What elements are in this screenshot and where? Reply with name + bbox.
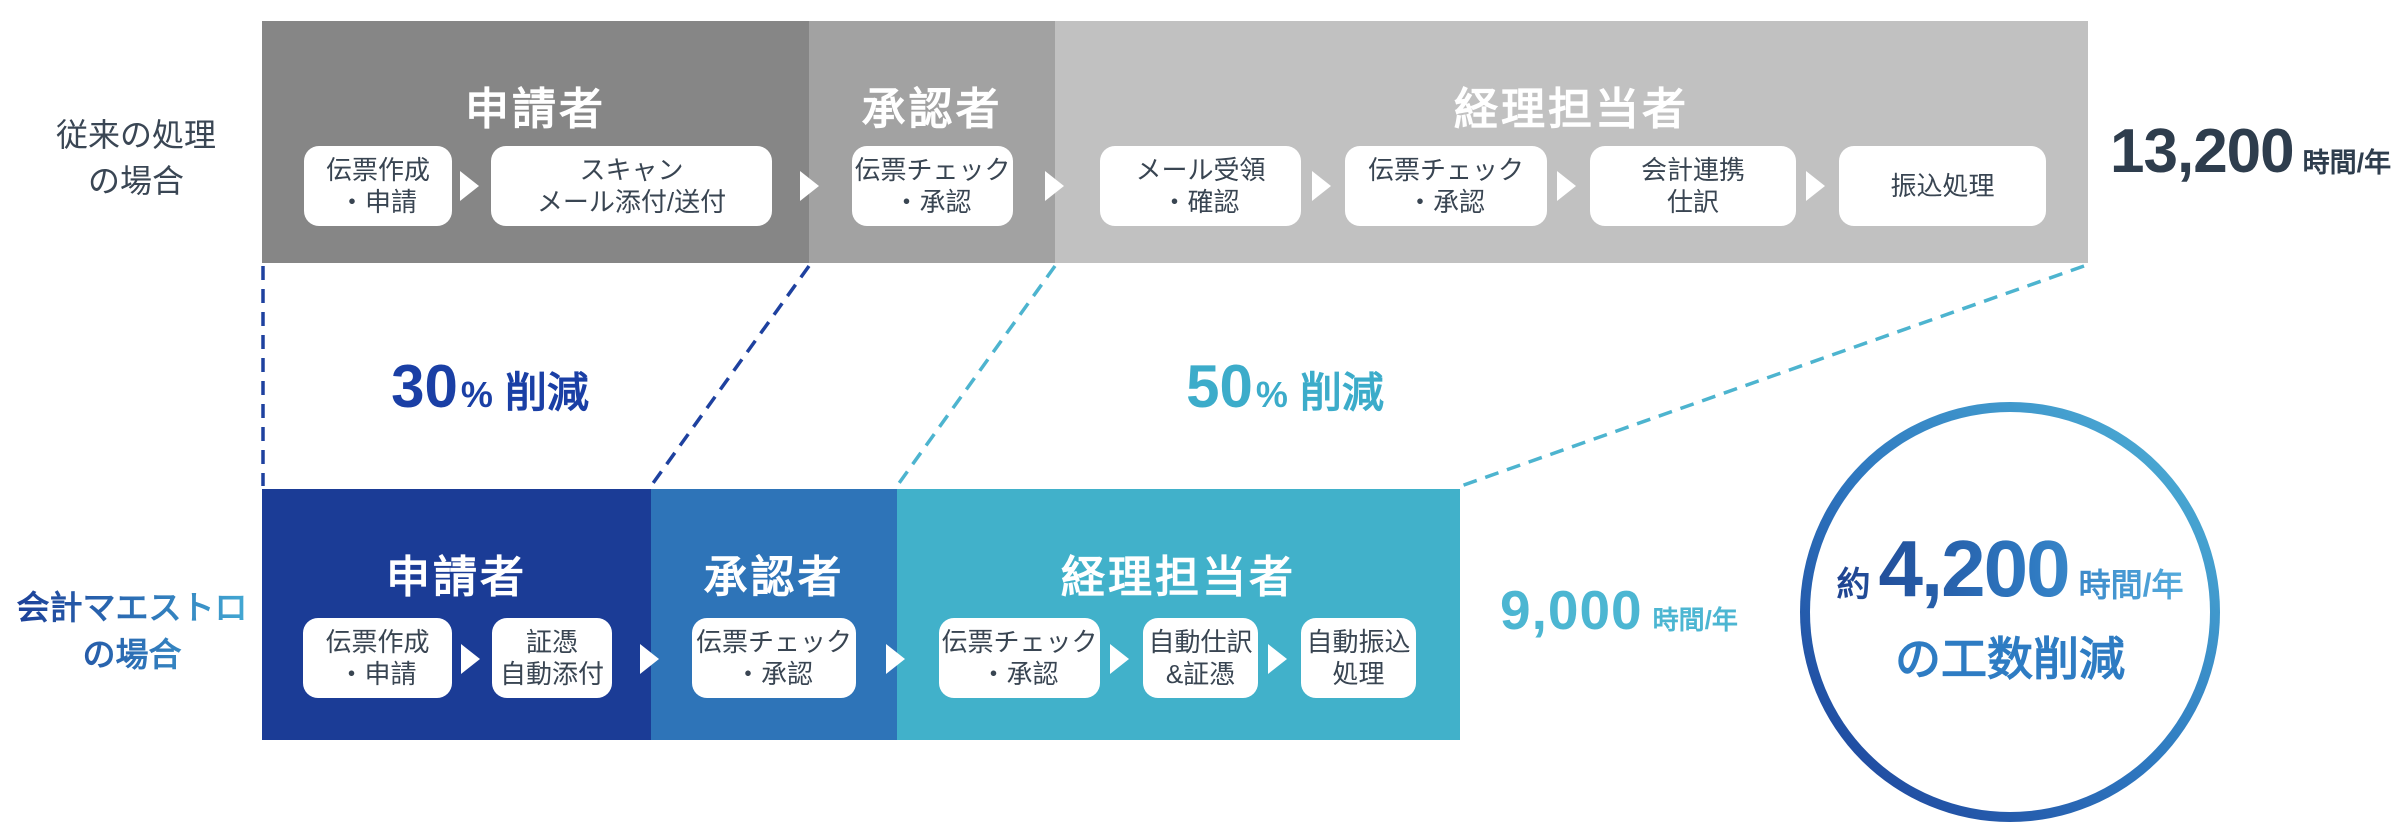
arrow-right-icon — [1806, 171, 1825, 201]
legacy-step-check-approve-1: 伝票チェック ・承認 — [852, 146, 1013, 226]
reduction-30-text: 削減 — [504, 369, 589, 416]
arrow-right-icon — [1312, 171, 1331, 201]
maestro-row-label-line2: の場合 — [82, 635, 182, 673]
reduction-50-percent: % — [1255, 374, 1288, 415]
legacy-process-bar: 申請者 承認者 経理担当者 — [262, 21, 2088, 263]
dash-line-approver-diagonal — [895, 264, 1057, 488]
legacy-row-label: 従来の処理 の場合 — [28, 112, 244, 205]
legacy-total-hours: 13,200 時間/年 — [2110, 116, 2391, 187]
legacy-row-label-line1: 従来の処理 — [55, 117, 216, 153]
dash-line-accounting-diagonal — [1460, 264, 2085, 488]
legacy-step-create-slip: 伝票作成 ・申請 — [304, 146, 452, 226]
reduction-30-label: 30% 削減 — [320, 352, 660, 421]
arrow-right-icon — [800, 171, 819, 201]
maestro-approver-title: 承認者 — [703, 553, 845, 602]
maestro-total-value: 9,000 — [1500, 579, 1643, 641]
arrow-right-icon — [886, 644, 905, 674]
maestro-step-auto-journal: 自動仕訳 &証憑 — [1143, 618, 1258, 698]
summary-circle: 約 4,200 時間/年 の工数削減 — [1800, 402, 2220, 822]
reduction-30-percent: % — [460, 374, 493, 415]
legacy-section-accounting: 経理担当者 — [1055, 21, 2088, 263]
maestro-row-label-line1: 会計マエストロ — [16, 589, 248, 626]
summary-label: の工数削減 — [1895, 633, 2125, 685]
legacy-step-scan-mail: スキャン メール添付/送付 — [491, 146, 772, 226]
maestro-step-create-slip: 伝票作成 ・申請 — [303, 618, 452, 698]
maestro-step-check-approve-2: 伝票チェック ・承認 — [939, 618, 1100, 698]
maestro-process-bar: 申請者 承認者 経理担当者 — [262, 489, 1460, 740]
dash-line-applicant-diagonal — [649, 264, 811, 488]
maestro-step-auto-attach: 証憑 自動添付 — [492, 618, 612, 698]
maestro-step-auto-transfer: 自動振込 処理 — [1301, 618, 1416, 698]
summary-value: 4,200 — [1878, 524, 2069, 613]
summary-circle-inner: 約 4,200 時間/年 の工数削減 — [1810, 412, 2210, 812]
legacy-step-transfer: 振込処理 — [1839, 146, 2046, 226]
maestro-step-check-approve-1: 伝票チェック ・承認 — [692, 618, 856, 698]
arrow-right-icon — [1045, 171, 1064, 201]
legacy-total-unit: 時間/年 — [2302, 148, 2392, 178]
legacy-step-accounting-link: 会計連携 仕訳 — [1590, 146, 1796, 226]
maestro-section-accounting: 経理担当者 — [897, 489, 1460, 740]
reduction-50-text: 削減 — [1299, 369, 1384, 416]
legacy-section-applicant: 申請者 — [262, 21, 809, 263]
maestro-section-applicant: 申請者 — [262, 489, 651, 740]
maestro-applicant-title: 申請者 — [386, 553, 527, 602]
reduction-30-value: 30 — [391, 353, 458, 420]
arrow-right-icon — [1268, 644, 1287, 674]
legacy-step-receive-mail: メール受領 ・確認 — [1100, 146, 1301, 226]
legacy-section-approver: 承認者 — [809, 21, 1055, 263]
summary-prefix: 約 — [1836, 566, 1871, 604]
legacy-row-label-line2: の場合 — [87, 163, 184, 200]
summary-unit: 時間/年 — [2078, 567, 2184, 603]
legacy-applicant-title: 申請者 — [465, 85, 606, 134]
reduction-50-label: 50% 削減 — [1115, 352, 1455, 421]
maestro-total-hours: 9,000 時間/年 — [1500, 578, 1738, 642]
arrow-right-icon — [1557, 171, 1576, 201]
maestro-row-label: 会計マエストロ の場合 — [6, 585, 258, 679]
maestro-total-unit: 時間/年 — [1652, 605, 1738, 635]
legacy-accounting-title: 経理担当者 — [1454, 85, 1689, 134]
summary-hours-line: 約 4,200 時間/年 — [1836, 523, 2183, 615]
arrow-right-icon — [640, 644, 659, 674]
arrow-right-icon — [461, 644, 480, 674]
arrow-right-icon — [460, 171, 479, 201]
arrow-right-icon — [1110, 644, 1129, 674]
legacy-step-check-approve-2: 伝票チェック ・承認 — [1345, 146, 1547, 226]
reduction-50-value: 50 — [1186, 353, 1253, 420]
legacy-total-value: 13,200 — [2110, 117, 2295, 186]
maestro-accounting-title: 経理担当者 — [1061, 553, 1296, 602]
legacy-approver-title: 承認者 — [861, 85, 1003, 134]
maestro-section-approver: 承認者 — [651, 489, 897, 740]
